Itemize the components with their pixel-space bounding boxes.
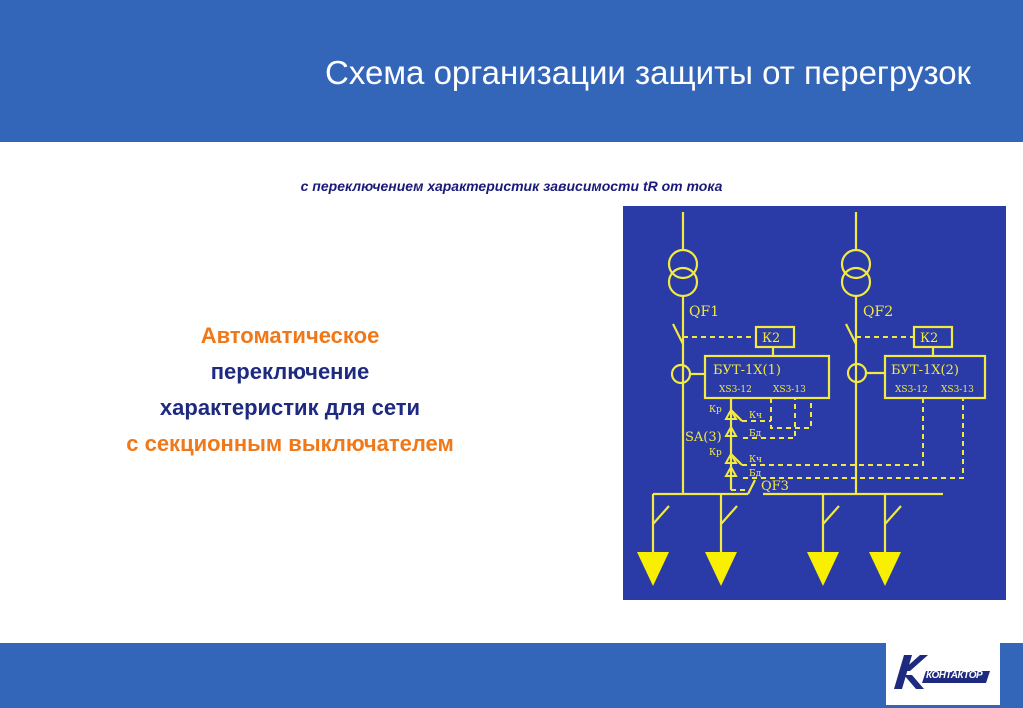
right-xs-a: XS3-12 — [895, 385, 928, 395]
left-qf1-contact — [672, 323, 684, 345]
load-triangle-1 — [637, 552, 669, 586]
schematic-svg: QF1 QF2 К2 К2 БУТ-1Х(1) БУТ-1Х(2) XS3-12… — [637, 212, 987, 586]
header-band: Схема организации защиты от перегрузок — [0, 0, 1023, 142]
sa3-label: SA(3) — [685, 430, 722, 445]
schematic-diagram: QF1 QF2 К2 К2 БУТ-1Х(1) БУТ-1Х(2) XS3-12… — [623, 206, 1006, 600]
slide-title: Схема организации защиты от перегрузок — [325, 54, 971, 91]
qf3-label: QF3 — [761, 479, 789, 494]
load-triangle-3 — [807, 552, 839, 586]
lead-line-2: переключение — [210, 359, 370, 384]
bd-2-label: Бд — [749, 469, 762, 479]
company-logo: КОНТАКТОР — [886, 641, 1000, 705]
sa-triangle-2 — [724, 424, 738, 437]
right-xs-b: XS3-13 — [941, 385, 974, 395]
feeder-4-switch — [884, 505, 902, 525]
left-transformer-coil-1 — [667, 248, 699, 280]
right-qf2-contact — [845, 323, 857, 345]
left-but-label: БУТ-1Х(1) — [713, 363, 781, 378]
load-triangle-4 — [869, 552, 901, 586]
sa-triangle-1 — [724, 407, 738, 420]
right-bd-wire — [743, 398, 964, 479]
feeder-3-switch — [822, 505, 840, 525]
slide-subtitle: с переключением характеристик зависимост… — [300, 178, 723, 194]
right-but-label: БУТ-1Х(2) — [891, 363, 959, 378]
bd-1-label: Бд — [749, 429, 762, 439]
qf1-label: QF1 — [689, 304, 719, 320]
kr-2-label: Кр — [709, 448, 722, 458]
kch-2-label: Кч — [749, 455, 762, 465]
kr-1-label: Кр — [709, 405, 722, 415]
left-xs-a: XS3-12 — [719, 385, 752, 395]
right-k2-label: К2 — [920, 331, 938, 346]
feeder-2-switch — [720, 505, 738, 525]
footer-band — [0, 643, 1023, 708]
right-kch-wire — [742, 398, 924, 466]
lead-line-3: характеристик для сети — [159, 395, 421, 420]
lead-line-1: Автоматическое — [200, 323, 380, 348]
feeder-1-switch — [652, 505, 670, 525]
qf2-label: QF2 — [863, 304, 893, 320]
left-but-box — [703, 354, 831, 400]
qf3-contact — [747, 479, 756, 495]
sa-triangle-3 — [724, 451, 738, 464]
left-transformer-coil-2 — [667, 266, 699, 298]
sa-triangle-4 — [724, 464, 738, 477]
load-triangle-2 — [705, 552, 737, 586]
right-transformer-coil-2 — [840, 266, 872, 298]
lead-line-4: с секционным выключателем — [126, 431, 454, 456]
logo-text: КОНТАКТОР — [926, 670, 983, 681]
left-k2-label: К2 — [762, 331, 780, 346]
right-transformer-coil-1 — [840, 248, 872, 280]
lead-text: Автоматическое переключение характеристи… — [40, 318, 540, 462]
kch-1-label: Кч — [749, 411, 762, 421]
logo-k-mark-icon — [894, 655, 990, 689]
right-but-box — [883, 354, 987, 400]
left-current-transformer — [670, 363, 692, 385]
left-xs-wire — [770, 398, 812, 429]
left-xs-b: XS3-13 — [773, 385, 806, 395]
